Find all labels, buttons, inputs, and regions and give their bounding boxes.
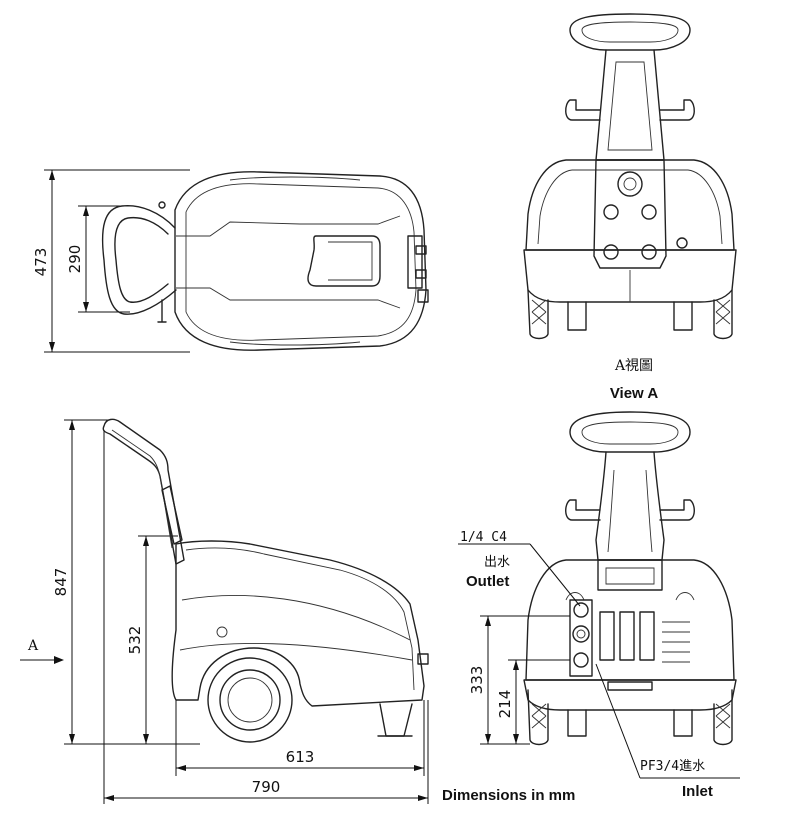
inlet-en-label: Inlet (682, 783, 713, 800)
dim-rear-outlet-height: 333 (468, 666, 486, 695)
outlet-en-label: Outlet (466, 573, 509, 590)
top-view: 473 290 (32, 169, 429, 353)
front-view-a: A視圖 View A (523, 13, 737, 402)
dim-rear-inlet-height: 214 (496, 690, 514, 719)
view-a-title-en: View A (610, 385, 659, 402)
dim-side-length-body: 613 (286, 748, 315, 766)
dim-side-height: 847 (52, 568, 70, 597)
outlet-spec-label: 1/4 C4 (460, 530, 507, 545)
dim-top-width: 473 (32, 248, 50, 277)
view-arrow-label: A (27, 638, 39, 654)
rear-view: 333 214 1/4 C4 出水 Outlet PF3/4進水 Inlet (458, 411, 740, 800)
dim-side-body-height: 532 (126, 626, 144, 655)
dim-side-length-total: 790 (252, 778, 281, 796)
outlet-zh-label: 出水 (484, 555, 510, 570)
units-note: Dimensions in mm (442, 787, 575, 804)
view-a-title-zh: A視圖 (614, 358, 653, 374)
inlet-spec-label: PF3/4進水 (640, 759, 705, 774)
side-view: 847 532 A 613 (20, 418, 429, 804)
dim-top-handle-width: 290 (66, 245, 84, 274)
